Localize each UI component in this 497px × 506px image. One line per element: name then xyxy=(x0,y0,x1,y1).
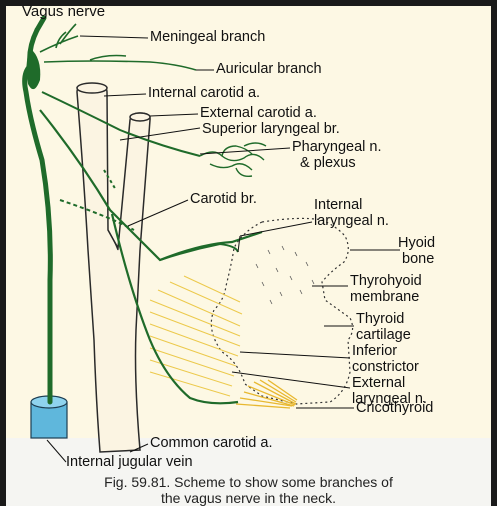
label-internal-jugular: Internal jugular vein xyxy=(66,455,193,470)
inferior-constrictor xyxy=(150,276,242,396)
label-vagus-nerve: Vagus nerve xyxy=(22,4,105,19)
label-external-laryngeal-1: External xyxy=(352,376,405,391)
internal-carotid-top xyxy=(77,83,107,93)
pharyngeal-plexus xyxy=(200,143,266,176)
label-auricular-branch: Auricular branch xyxy=(216,62,322,77)
figure-caption-line-1: Fig. 59.81. Scheme to show some branches… xyxy=(6,474,491,490)
label-superior-laryngeal: Superior laryngeal br. xyxy=(202,122,340,137)
label-plexus: & plexus xyxy=(300,156,356,171)
label-thyroid-2: cartilage xyxy=(356,328,411,343)
label-thyroid-1: Thyroid xyxy=(356,312,404,327)
label-hyoid-2: bone xyxy=(402,252,434,267)
label-meningeal-branch: Meningeal branch xyxy=(150,30,265,45)
label-thyrohyoid-1: Thyrohyoid xyxy=(350,274,422,289)
label-common-carotid: Common carotid a. xyxy=(150,436,273,451)
label-internal-laryngeal-1: Internal xyxy=(314,198,362,213)
label-internal-carotid: Internal carotid a. xyxy=(148,86,260,101)
label-inferior-2: constrictor xyxy=(352,360,419,375)
label-hyoid-1: Hyoid xyxy=(398,236,435,251)
label-internal-laryngeal-2: laryngeal n. xyxy=(314,214,389,229)
thyrohyoid-membrane-marks xyxy=(256,246,314,304)
auricular-branch xyxy=(44,56,196,71)
label-cricothyroid: Cricothyroid xyxy=(356,401,433,416)
pharyngeal-branch xyxy=(42,92,200,156)
common-carotid-artery xyxy=(77,84,150,452)
label-pharyngeal-n: Pharyngeal n. xyxy=(292,140,381,155)
label-inferior-1: Inferior xyxy=(352,344,397,359)
figure-caption-line-2: the vagus nerve in the neck. xyxy=(6,490,491,506)
label-carotid-br: Carotid br. xyxy=(190,192,257,207)
label-thyrohyoid-2: membrane xyxy=(350,290,419,305)
vagus-nerve-trunk xyxy=(25,30,51,402)
vagus-ganglion xyxy=(26,48,40,89)
external-carotid-top xyxy=(130,113,150,121)
label-external-carotid: External carotid a. xyxy=(200,106,317,121)
meningeal-branch xyxy=(40,24,78,52)
